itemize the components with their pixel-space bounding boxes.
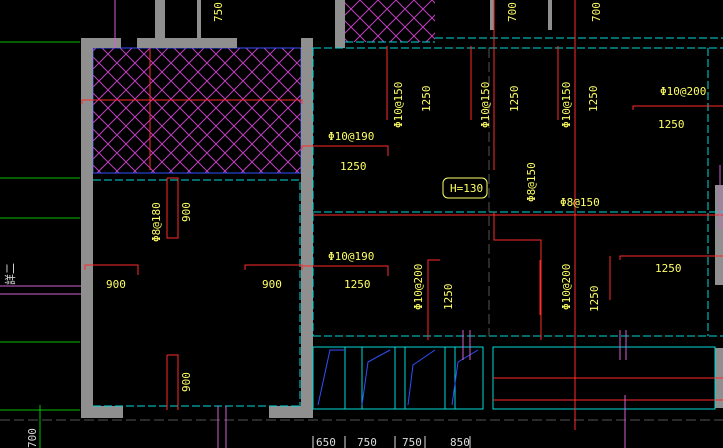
dim-1250-d: 1250 (655, 262, 682, 275)
ticks (114, 0, 721, 448)
left-reference-lines (0, 41, 80, 448)
dim-750-top: 750 (212, 2, 225, 22)
dim-750-b: 750 (357, 436, 377, 448)
hatched-shaft-top (345, 0, 435, 42)
rebar-label-r10: Φ10@200 (412, 264, 425, 310)
hatched-shaft-main (93, 48, 301, 173)
dim-700-top2: 700 (590, 2, 603, 22)
dim-1250-c: 1250 (344, 278, 371, 291)
dim-850: 850 (450, 436, 470, 448)
bottom-dim-ticks (312, 436, 471, 448)
dim-1250-g: 1250 (587, 86, 600, 113)
dim-1250-b: 1250 (658, 118, 685, 131)
dim-1250-f: 1250 (508, 86, 521, 113)
rebar-label-r3: Φ10@150 (560, 82, 573, 128)
walls (81, 0, 723, 418)
stair-area (312, 346, 716, 410)
side-label: 詳二 (3, 263, 17, 285)
rebar-label-r11: Φ10@200 (560, 264, 573, 310)
dim-900-a: 900 (106, 278, 126, 291)
dim-1250-i: 1250 (588, 286, 601, 313)
dim-900-c: 900 (180, 202, 193, 222)
rebar-lines (81, 0, 723, 430)
rebar-label-r5: Φ10@190 (328, 130, 374, 143)
rebar-label-r4: Φ10@200 (660, 85, 706, 98)
dim-900-b: 900 (262, 278, 282, 291)
rebar-label-r1: Φ10@150 (392, 82, 405, 128)
dim-700-top1: 700 (506, 2, 519, 22)
dim-750-c: 750 (402, 436, 422, 448)
slab-outlines (93, 37, 723, 407)
dim-1250-e: 1250 (420, 86, 433, 113)
dim-1250-a: 1250 (340, 160, 367, 173)
rebar-label-r7: Φ8@150 (560, 196, 600, 209)
height-tag-box (442, 177, 488, 199)
dim-700-left: 700 (26, 428, 39, 448)
height-tag: H=130 (450, 182, 483, 195)
rebar-label-r9: Φ10@190 (328, 250, 374, 263)
rebar-label-r6: Φ8@150 (525, 162, 538, 202)
dim-1250-h: 1250 (442, 284, 455, 311)
grid-lines-gray (0, 48, 723, 421)
rebar-label-r8: Φ8@180 (150, 202, 163, 242)
rebar-label-r2: Φ10@150 (479, 82, 492, 128)
dim-650: 650 (316, 436, 336, 448)
dim-900-d: 900 (180, 372, 193, 392)
